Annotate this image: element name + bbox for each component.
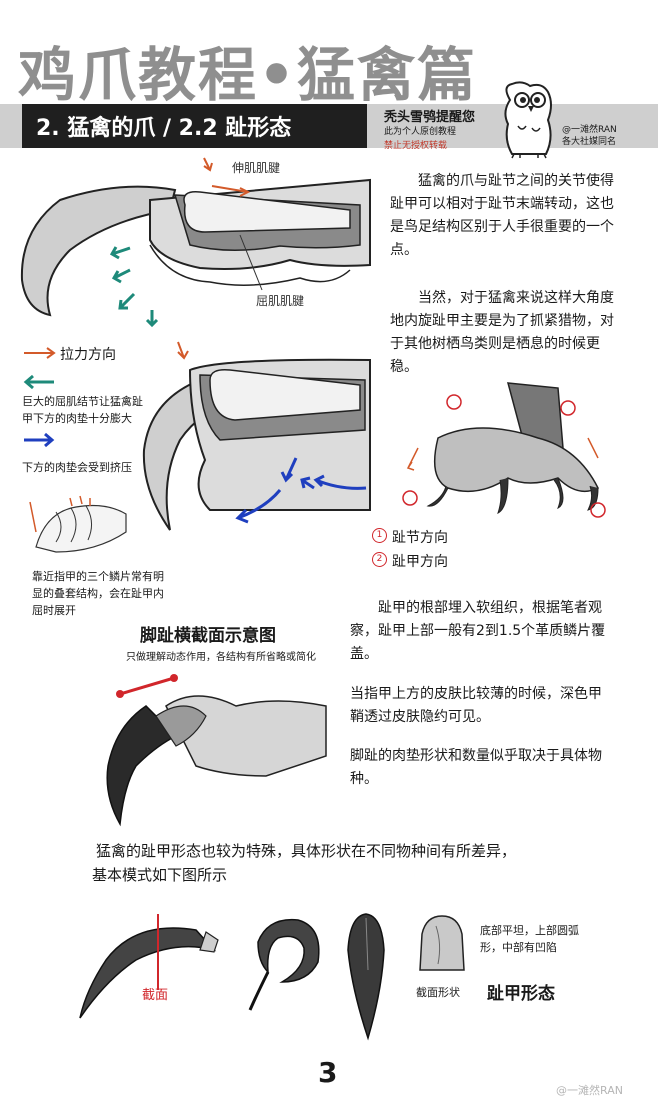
toe-claw-drawing: [106, 674, 327, 827]
claw-shape-title: 趾甲形态: [487, 984, 555, 1004]
extensor-tendon-label: 伸肌肌腱: [232, 161, 281, 175]
reminder-note: 秃头雪鸮提醒您: [384, 110, 476, 125]
marker-joint: 1: [372, 528, 387, 543]
section-title-band: [22, 104, 367, 148]
bottom-intro-line2: 基本模式如下图所示: [92, 866, 228, 884]
section-title: 2. 猛禽的爪 / 2.2 趾形态: [36, 116, 292, 141]
pull-direction-arrow-icon: [24, 347, 56, 359]
pad-squeezed-note: 下方的肉垫会受到挤压: [22, 461, 132, 474]
scales-sketch: [29, 495, 127, 553]
cross-section-title: 脚趾横截面示意图: [140, 626, 276, 646]
section-mark-label: 截面: [142, 988, 169, 1003]
claw-direction-label: 趾甲方向: [392, 554, 448, 570]
page-number: 3: [318, 1056, 338, 1089]
raptor-foot-drawing: [402, 382, 606, 518]
marker-claw: 2: [372, 552, 387, 567]
claw-shape-curl: [248, 918, 320, 1011]
claw-shape-top: [347, 913, 385, 1041]
joint-direction-label: 趾节方向: [392, 530, 448, 546]
section-desc: 底部平坦，上部圆弧形，中部有凹陷: [480, 924, 579, 954]
claw-shape-side: [79, 914, 219, 1019]
original-note: 此为个人原创教程: [384, 127, 457, 137]
paragraph-joint: 猛禽的爪与趾节之间的关节使得趾甲可以相对于趾节末端转动，这也是鸟足结构区别于人手…: [390, 173, 614, 258]
copyright-note: 禁止无授权转载: [384, 141, 448, 151]
teal-arrow-icon: [23, 374, 54, 390]
claw-anatomy-flexed-diagram: [142, 341, 371, 531]
claw-cross-section-shape: [419, 915, 465, 971]
paragraph-skin: 当指甲上方的皮肤比较薄的时候，深色甲鞘透过皮肤隐约可见。: [350, 686, 602, 725]
bottom-intro-line1: 猛禽的趾甲形态也较为特殊，具体形状在不同物种间有所差异，: [96, 842, 517, 860]
scales-note: 靠近指甲的三个鳞片常有明显的叠套结构，会在趾甲内屈时展开: [32, 570, 164, 617]
owl-mascot-icon: [504, 81, 552, 159]
blue-arrow-icon: [24, 432, 55, 448]
credit-handle: @一滩然RAN: [562, 125, 617, 135]
paragraph-pads: 脚趾的肉垫形状和数量似乎取决于具体物种。: [350, 748, 602, 787]
paragraph-scales: 趾甲的根部埋入软组织，根据笔者观察，趾甲上部一般有2到1.5个革质鳞片覆盖。: [350, 600, 606, 662]
flexor-node-note: 巨大的屈肌结节让猛禽趾甲下方的肉垫十分膨大: [22, 395, 143, 425]
main-title: 鸡爪教程•猛禽篇: [18, 41, 478, 109]
credit-social: 各大社媒同名: [562, 137, 617, 147]
section-shape-label: 截面形状: [416, 986, 460, 999]
claw-anatomy-extended-diagram: [20, 157, 371, 328]
cross-section-subtitle: 只做理解动态作用，各结构有所省略或简化: [126, 652, 316, 663]
flexor-tendon-label: 屈肌肌腱: [256, 294, 305, 308]
watermark: @一滩然RAN: [556, 1084, 623, 1097]
pull-direction-label: 拉力方向: [60, 347, 116, 363]
paragraph-rotation: 当然，对于猛禽来说这样大角度地内旋趾甲主要是为了抓紧猎物，对于其他树栖鸟类则是栖…: [390, 290, 614, 375]
